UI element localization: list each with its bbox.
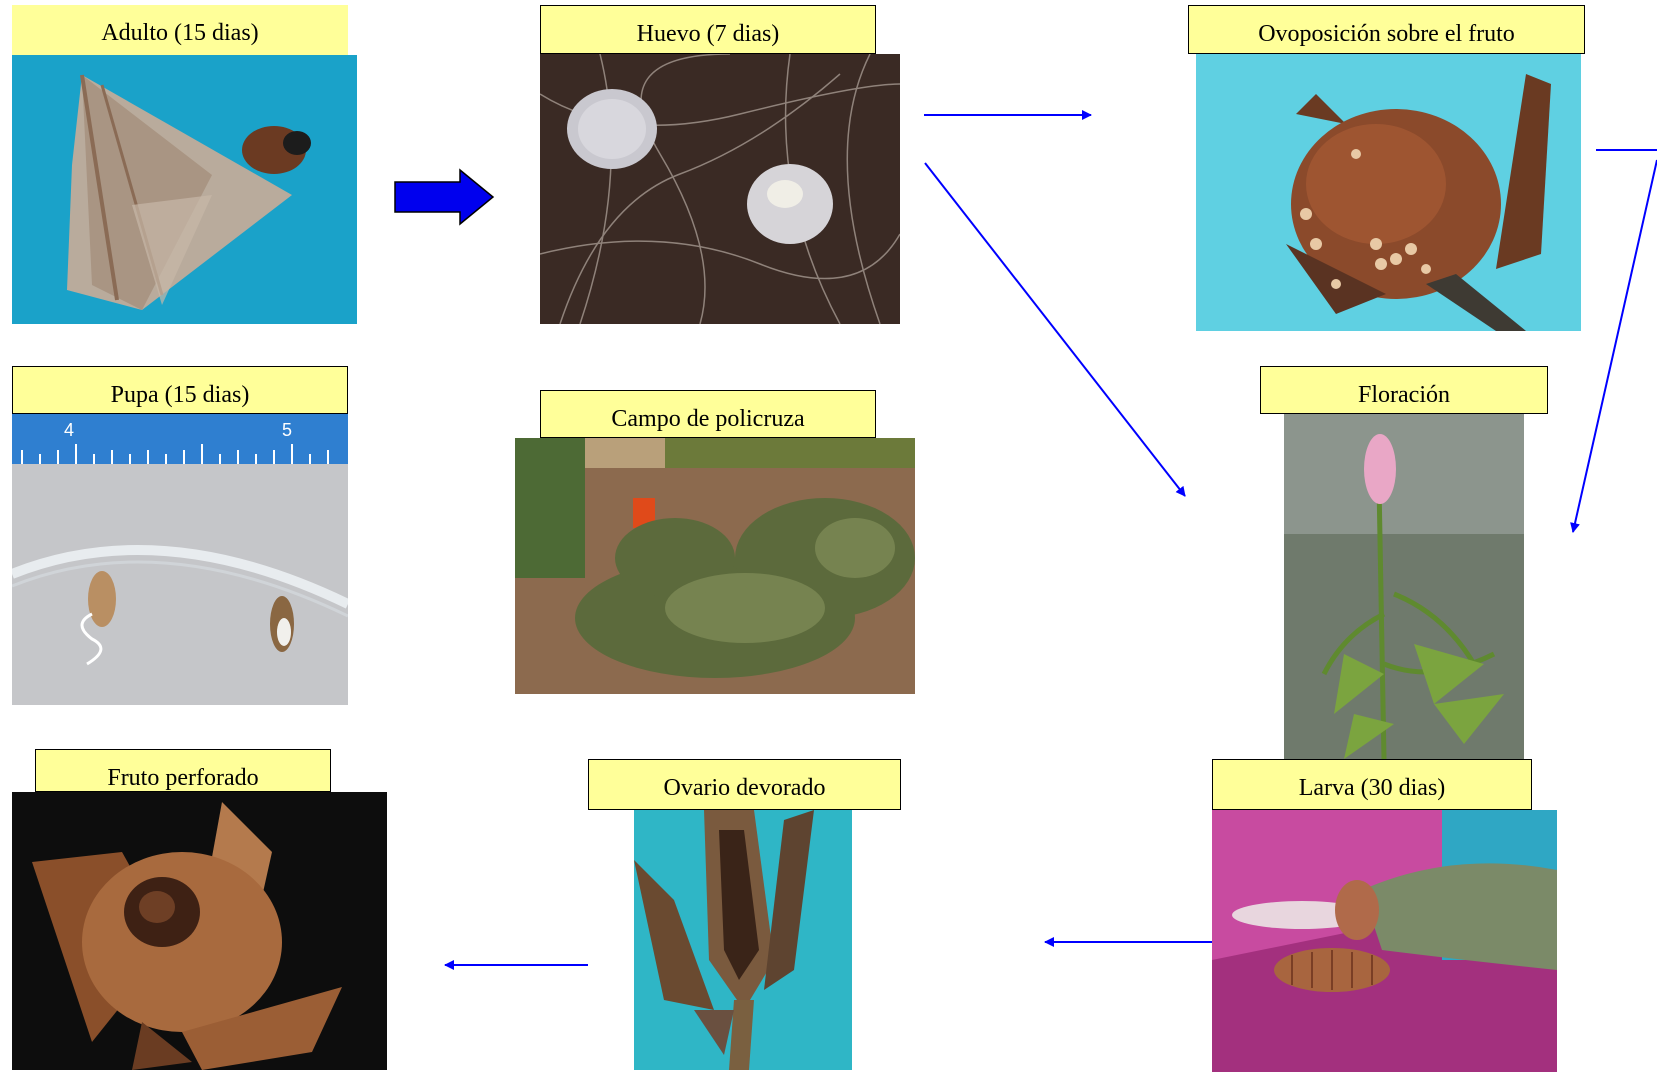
stage-label-larva: Larva (30 dias)	[1212, 759, 1532, 810]
block-arrow-adult-to-egg	[395, 170, 493, 224]
field-photo	[515, 438, 915, 694]
stage-label-ovario: Ovario devorado	[588, 759, 901, 810]
pupae-photo: 4 5	[12, 414, 348, 705]
stage-label-pupa-text: Pupa (15 dias)	[13, 367, 347, 407]
arrow-egg-to-flowering	[925, 163, 1185, 496]
stage-label-floracion-text: Floración	[1261, 367, 1547, 407]
stage-label-larva-text: Larva (30 dias)	[1213, 760, 1531, 800]
eggs-photo	[540, 54, 900, 324]
stage-label-campo-text: Campo de policruza	[541, 391, 875, 431]
flower-photo	[1284, 414, 1524, 759]
stage-label-fruto-text: Fruto perforado	[36, 750, 330, 790]
stage-label-ovario-text: Ovario devorado	[589, 760, 900, 800]
perforated-fruit-photo	[12, 792, 387, 1070]
stage-label-huevo: Huevo (7 dias)	[540, 5, 876, 54]
stage-label-fruto: Fruto perforado	[35, 749, 331, 792]
stage-label-huevo-text: Huevo (7 dias)	[541, 6, 875, 46]
stage-label-adulto: Adulto (15 dias)	[12, 5, 348, 55]
moth-photo	[12, 55, 357, 324]
fruit-eggs-photo	[1196, 54, 1581, 331]
stage-label-ovoposicion-text: Ovoposición sobre el fruto	[1189, 6, 1584, 46]
stage-label-pupa: Pupa (15 dias)	[12, 366, 348, 414]
stage-label-floracion: Floración	[1260, 366, 1548, 414]
ruler-tick-5: 5	[282, 420, 292, 440]
eaten-ovary-photo	[634, 810, 852, 1070]
larva-photo	[1212, 810, 1557, 1072]
stage-label-adulto-text: Adulto (15 dias)	[12, 5, 348, 45]
stage-label-ovoposicion: Ovoposición sobre el fruto	[1188, 5, 1585, 54]
stage-label-campo: Campo de policruza	[540, 390, 876, 438]
arrow-oviposition-to-flowering	[1573, 160, 1657, 532]
ruler-tick-4: 4	[64, 420, 74, 440]
